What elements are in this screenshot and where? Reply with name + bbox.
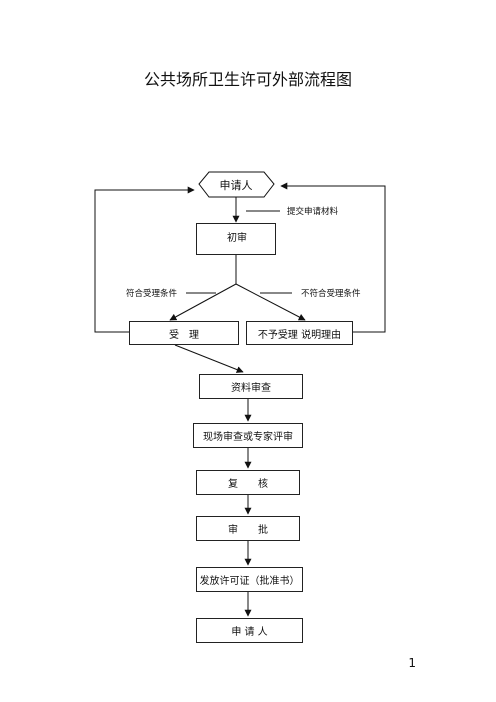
document-review-box: 资料审查 [199, 374, 303, 399]
accept-label: 受 理 [169, 329, 199, 341]
applicant-final-box: 申 请 人 [196, 618, 303, 643]
recheck-label: 复 核 [228, 479, 268, 490]
site-review-box: 现场审查或专家评审 [193, 423, 303, 448]
meets-conditions-label: 符合受理条件 [126, 289, 178, 299]
page-number: 1 [408, 656, 416, 670]
not-meets-conditions-label: 不符合受理条件 [301, 289, 361, 299]
submit-materials-label: 提交申请材料 [287, 207, 339, 217]
applicant-hexagon [198, 171, 275, 198]
reject-label: 不予受理 说明理由 [257, 329, 342, 341]
issue-license-label: 发放许可证（批准书） [199, 576, 300, 587]
site-review-label: 现场审查或专家评审 [203, 432, 293, 443]
approve-box: 审 批 [196, 516, 300, 541]
approve-label: 审 批 [228, 525, 268, 536]
recheck-box: 复 核 [196, 470, 300, 495]
applicant-label: 申请人 [219, 178, 253, 192]
initial-review-label: 初审 [227, 233, 247, 244]
accept-box: 受 理 [129, 321, 239, 345]
applicant-node: 申请人 [205, 174, 267, 195]
applicant-final-label: 申 请 人 [231, 627, 268, 638]
reject-box: 不予受理 说明理由 [246, 321, 353, 345]
document-review-label: 资料审查 [231, 383, 271, 394]
initial-review-box: 初审 [196, 223, 276, 255]
issue-license-box: 发放许可证（批准书） [196, 567, 303, 592]
page-title: 公共场所卫生许可外部流程图 [143, 70, 352, 89]
